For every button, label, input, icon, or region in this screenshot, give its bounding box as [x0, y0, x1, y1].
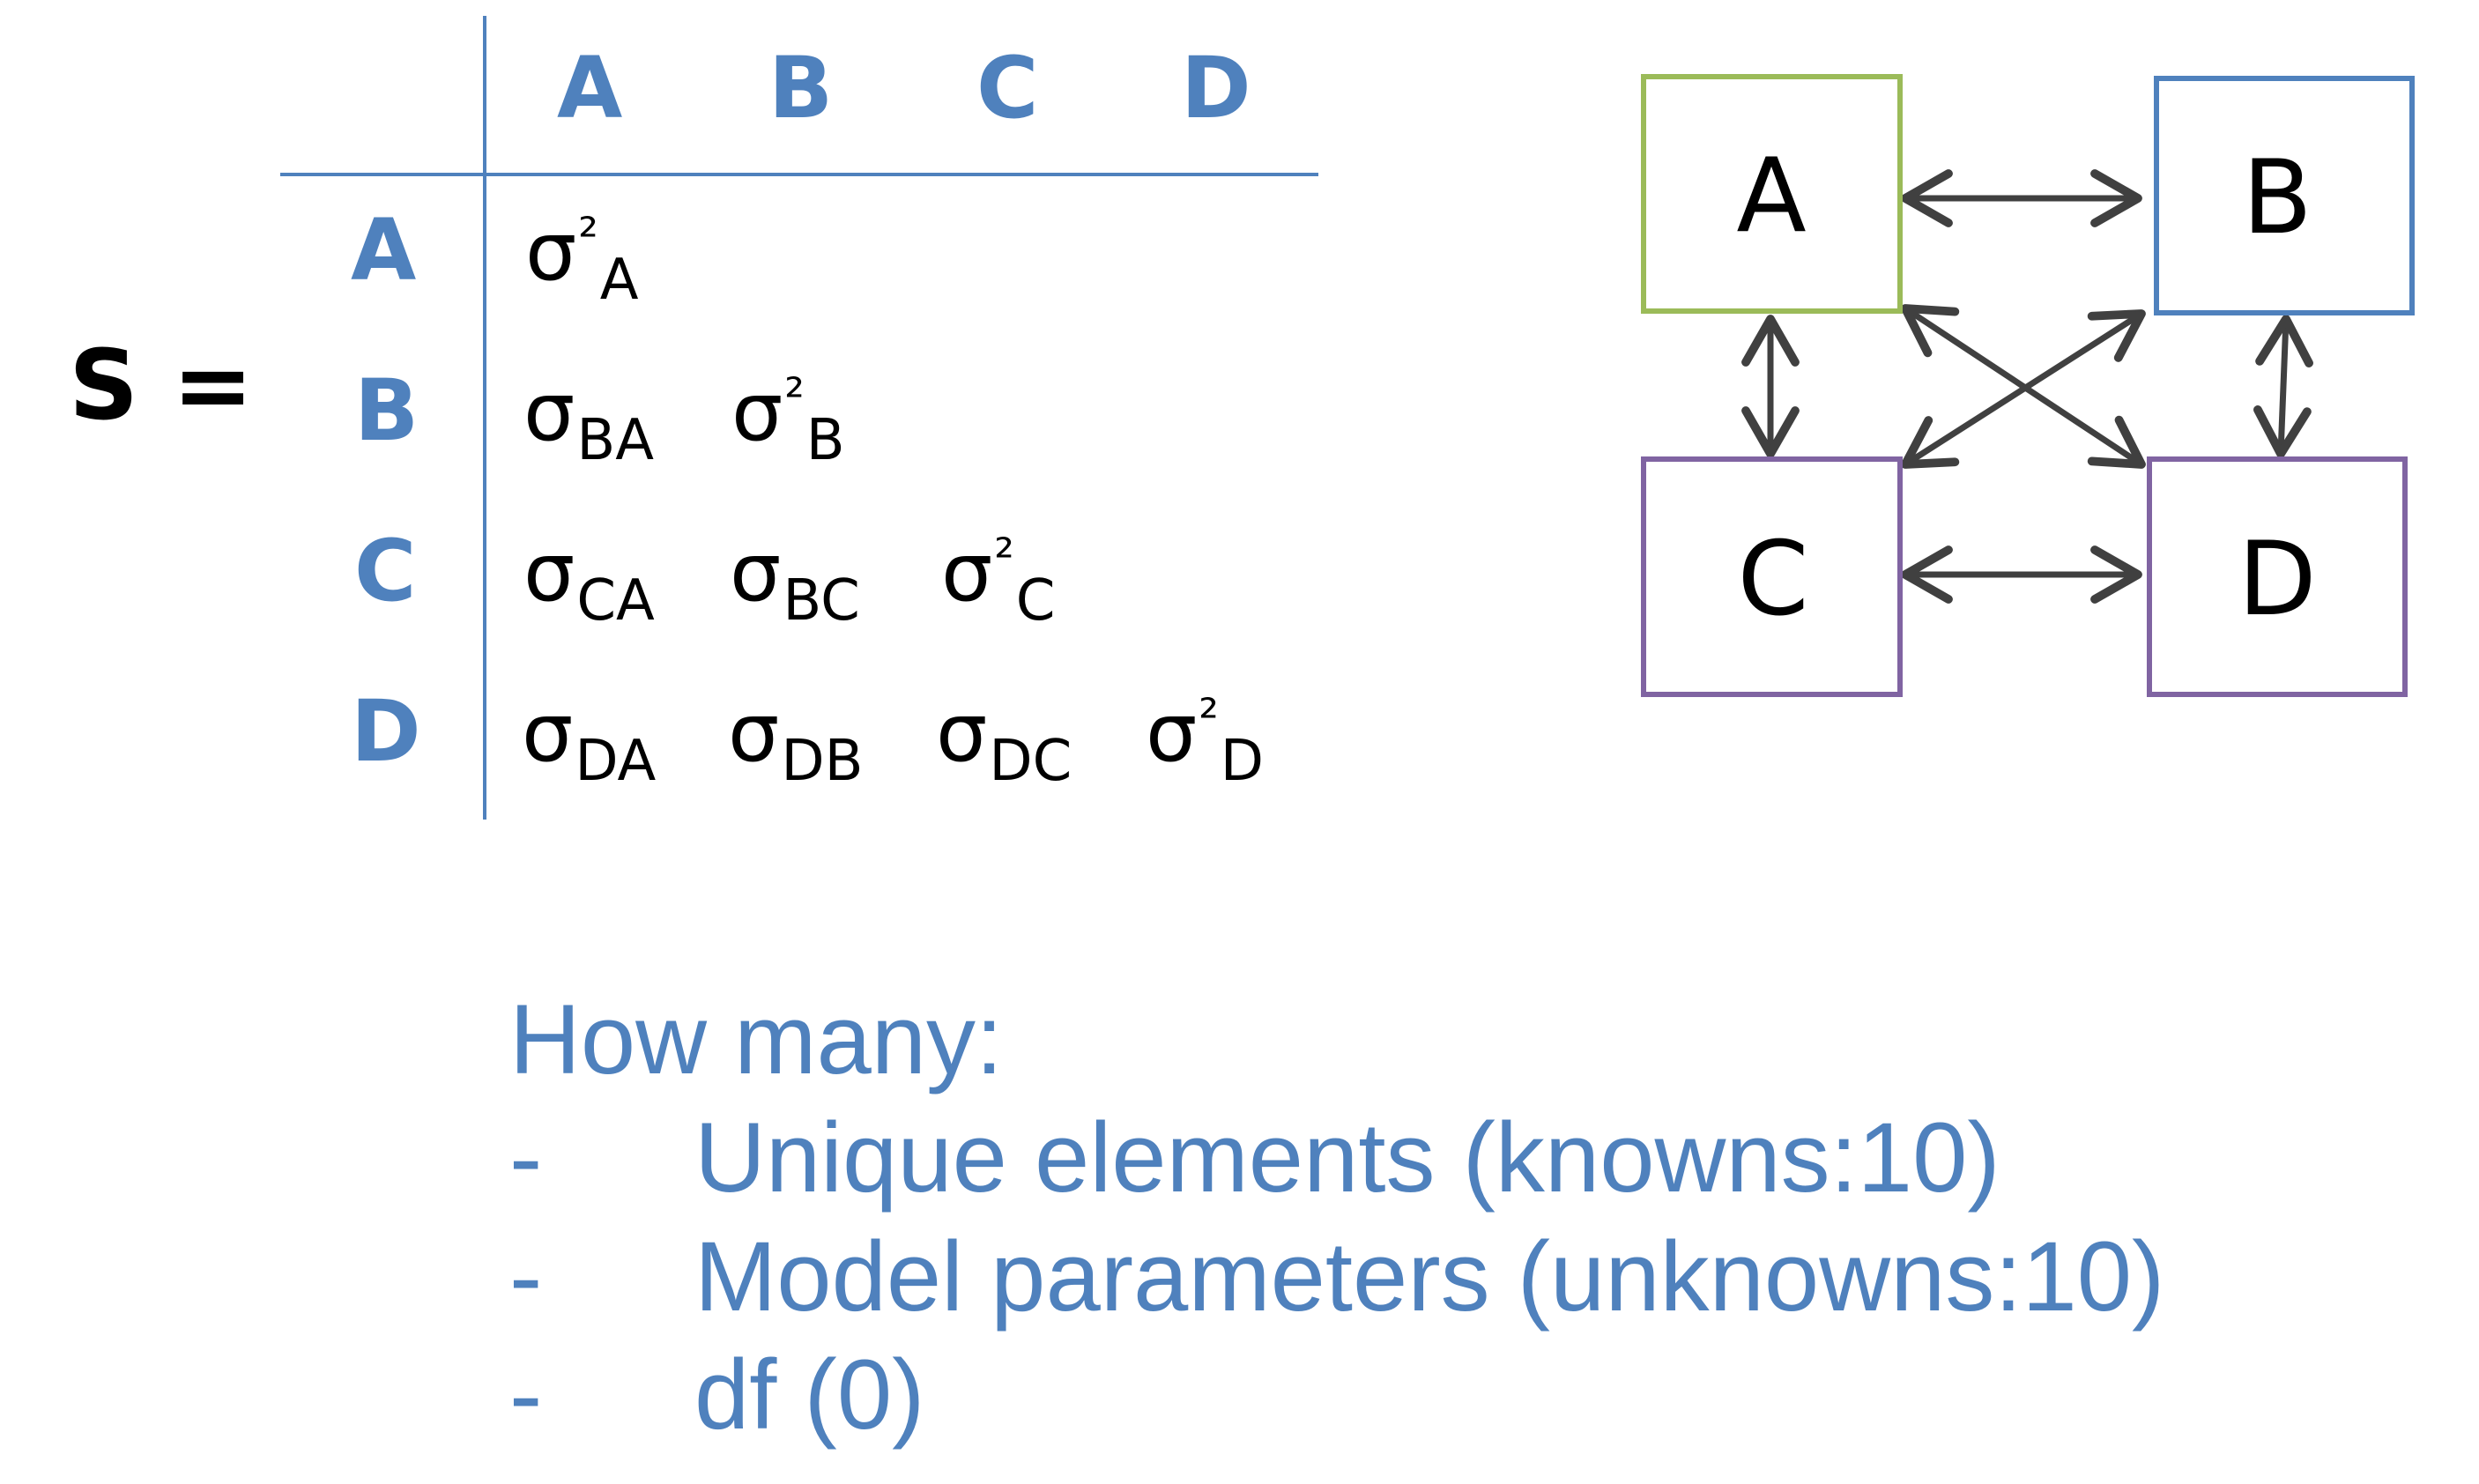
question-item: - Model parameters (unknowns:10)	[509, 1218, 2164, 1336]
edge-b-c	[1901, 309, 2146, 469]
question-item: - Unique elements (knowns:10)	[509, 1099, 2164, 1217]
node-d-label: D	[2238, 520, 2316, 639]
node-d: D	[2147, 456, 2408, 697]
cell-subscript: DA	[575, 729, 657, 794]
node-a-label: A	[1736, 137, 1806, 256]
matrix-cell: σBA	[523, 372, 654, 470]
sigma-symbol: σ	[730, 525, 782, 620]
matrix-cell: σDB	[728, 693, 864, 790]
sigma-symbol: σ	[523, 525, 575, 620]
cell-superscript: ²	[784, 368, 805, 426]
matrix-label: S =	[69, 329, 254, 441]
cell-subscript: D	[1220, 729, 1265, 794]
row-header-b: B	[354, 361, 419, 460]
cell-subscript: A	[599, 248, 639, 313]
edge-layer	[1741, 169, 2313, 604]
node-a-box	[1641, 74, 1903, 314]
matrix-horizontal-rule	[280, 173, 1318, 176]
node-c-box	[1641, 456, 1903, 697]
matrix-cell: σDC	[936, 693, 1072, 790]
cell-superscript: ²	[994, 529, 1014, 586]
bullet-dash: -	[509, 1102, 543, 1213]
cell-superscript: ²	[578, 208, 598, 265]
matrix-cell: σCA	[523, 532, 655, 630]
node-b-box	[2154, 76, 2415, 315]
matrix-cell: σBC	[730, 532, 860, 630]
row-header-c: C	[354, 522, 417, 620]
sigma-symbol: σ	[522, 686, 574, 780]
matrix-cell: σ²A	[525, 208, 639, 309]
matrix-cell: σDA	[522, 693, 656, 790]
question-text: Unique elements (knowns:10)	[694, 1102, 2000, 1213]
questions-heading: How many:	[509, 984, 1004, 1094]
bullet-dash: -	[509, 1221, 543, 1332]
col-header-b: B	[768, 39, 834, 137]
cell-subscript: DC	[989, 729, 1073, 794]
cell-subscript: BC	[783, 568, 860, 634]
node-c: C	[1641, 456, 1903, 697]
question-text: df (0)	[694, 1339, 925, 1451]
row-header-d: D	[351, 682, 421, 781]
node-b-label: B	[2242, 138, 2312, 257]
col-header-a: A	[557, 39, 623, 137]
matrix-cell: σ²C	[941, 529, 1055, 630]
question-text: Model parameters (unknowns:10)	[694, 1221, 2165, 1332]
cell-subscript: BA	[576, 408, 654, 473]
node-c-label: C	[1738, 520, 1809, 639]
questions-block: How many: - Unique elements (knowns:10) -…	[509, 981, 2164, 1455]
node-d-box	[2147, 456, 2408, 697]
node-b: B	[2154, 76, 2415, 315]
sigma-symbol: σ	[728, 686, 780, 780]
cell-superscript: ²	[1199, 689, 1219, 746]
row-header-a: A	[351, 201, 417, 300]
question-item: - df (0)	[509, 1336, 2164, 1454]
sigma-symbol: σ	[1146, 686, 1198, 780]
matrix-cell: σ²D	[1146, 693, 1264, 790]
sigma-symbol: σ	[731, 365, 783, 459]
matrix-cell: σ²B	[731, 372, 845, 470]
sigma-symbol: σ	[941, 525, 993, 620]
col-header-d: D	[1181, 39, 1251, 137]
sigma-symbol: σ	[523, 365, 575, 459]
col-header-c: C	[976, 39, 1039, 137]
bullet-dash: -	[509, 1339, 543, 1451]
sigma-symbol: σ	[936, 686, 988, 780]
matrix-vertical-rule	[483, 16, 486, 820]
edge-b-d	[2253, 315, 2313, 458]
node-a: A	[1641, 74, 1903, 314]
cell-subscript: B	[805, 408, 845, 473]
cell-subscript: C	[1015, 568, 1056, 634]
cell-subscript: CA	[576, 568, 655, 634]
cell-subscript: DB	[781, 729, 864, 794]
sigma-symbol: σ	[525, 204, 577, 299]
